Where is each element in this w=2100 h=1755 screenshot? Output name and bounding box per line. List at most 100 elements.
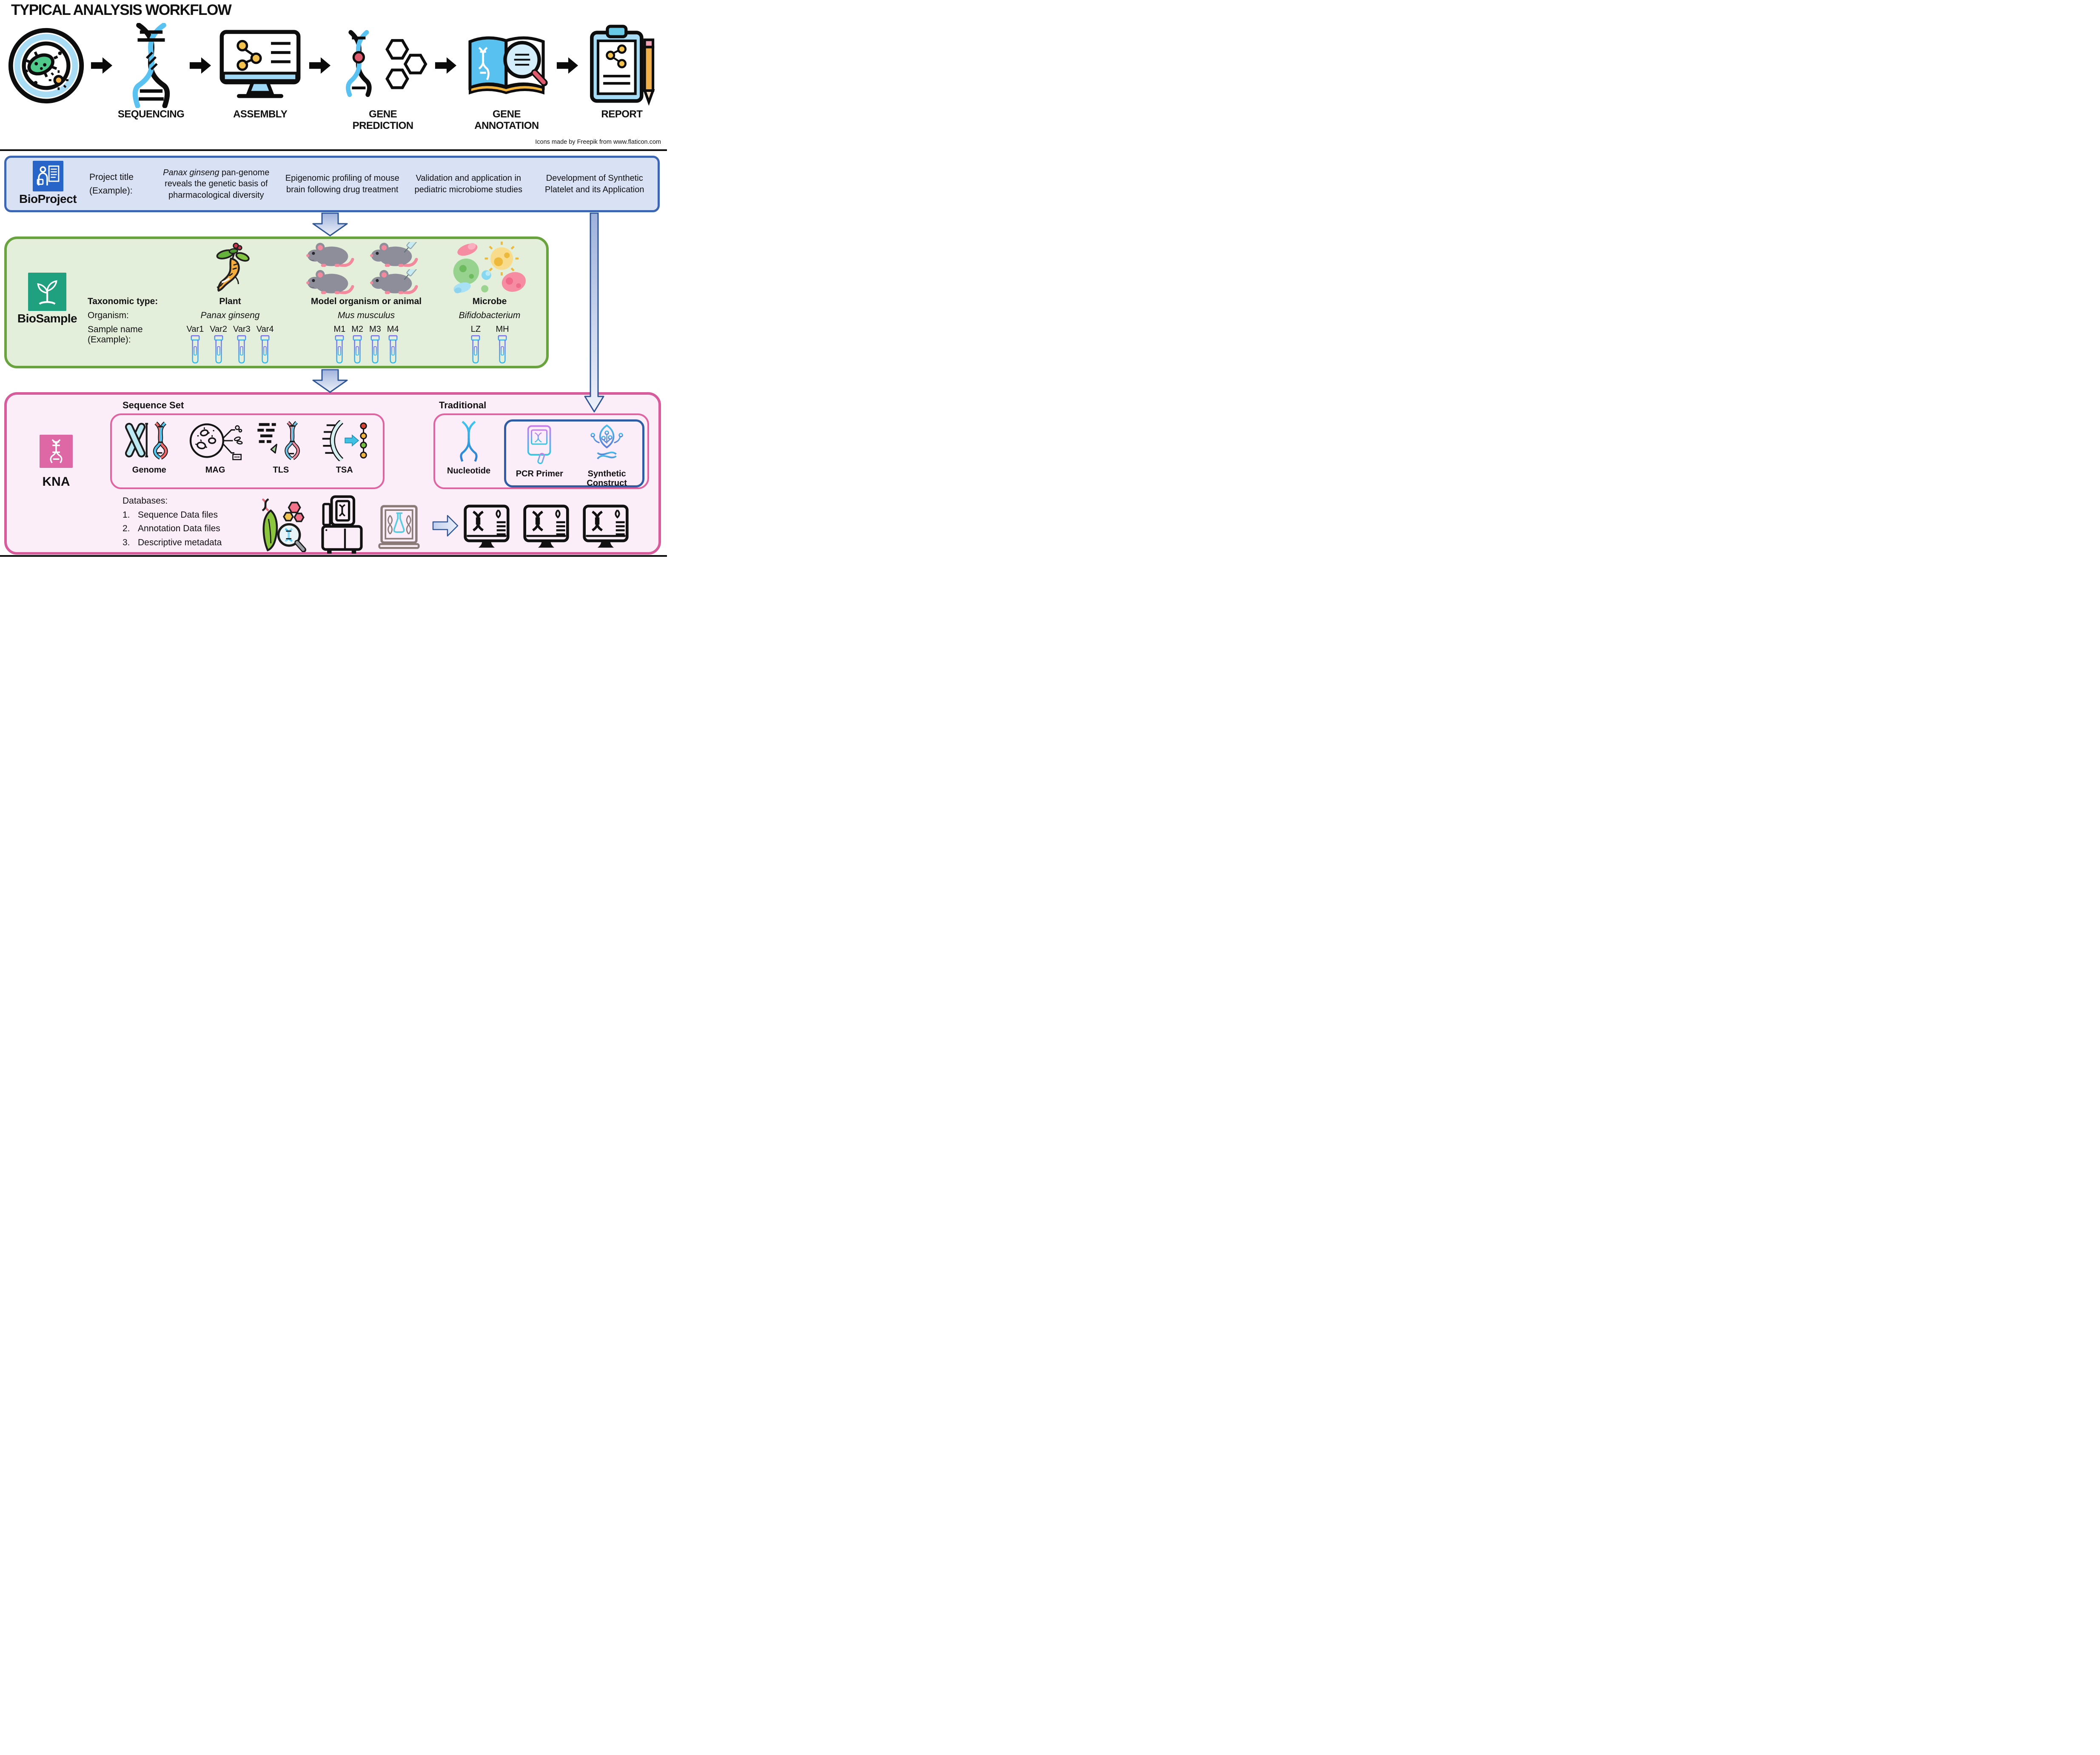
biosample-group-plant: Plant Panax ginseng Var1 Var2 (166, 241, 294, 366)
biosample-group-animal: Model organism or animal Mus musculus M1… (294, 241, 439, 366)
sample-name: Var3 (233, 325, 251, 334)
mouse-syringe-icon (370, 269, 418, 294)
bioproject-title: BioProject (19, 192, 77, 205)
traditional-item-synthetic-construct: Synthetic Construct (573, 424, 641, 488)
ginseng-plant-icon (209, 241, 251, 296)
biosample-group-microbe: Microbe Bifidobacterium LZ MH (439, 241, 541, 366)
field-label-line2: (Example): (89, 185, 133, 196)
traditional-box: Nucleotide (433, 413, 649, 489)
right-block-arrow-icon (432, 514, 459, 540)
biosample-section: BioSample Taxonomic type: Organism: Samp… (4, 236, 549, 368)
field-label-line1: Project title (89, 172, 134, 182)
long-down-arrow-icon (584, 212, 604, 415)
traditional-item-nucleotide: Nucleotide (435, 419, 502, 487)
person-presentation-icon (32, 161, 63, 191)
mag-icon (187, 419, 244, 462)
sample-name: M1 (333, 325, 346, 334)
kna-header: KNA (31, 435, 81, 489)
bioproject-header: BioProject (6, 158, 89, 210)
workflow-step-gene-annotation: GENE ANNOTATION (462, 24, 551, 132)
traditional-heading: Traditional (439, 400, 487, 410)
kna-section: KNA Sequence Set Genome (4, 392, 661, 555)
plant-dna-magnifier-icon (259, 497, 310, 554)
title-text: pan-genome reveals the genetic basis of … (165, 168, 270, 200)
workflow-step-label: GENE ANNOTATION (474, 108, 539, 131)
dna-square-icon (40, 435, 73, 468)
traditional-label: PCR Primer (516, 469, 563, 479)
seqset-item-genome: Genome (124, 419, 175, 487)
project-example-3: Validation and application in pediatric … (405, 158, 532, 210)
sample-item: MH (496, 325, 509, 364)
plant-samples: Var1 Var2 (186, 325, 274, 364)
seqset-label: TSA (336, 465, 353, 475)
computer-analysis-icon (217, 24, 304, 107)
sample-item: M3 (369, 325, 381, 364)
databases-heading: Databases: (123, 496, 168, 506)
sample-item: M4 (387, 325, 399, 364)
biosample-header: BioSample (7, 241, 88, 366)
mice-syringe-icon (302, 241, 430, 296)
sample-item: Var4 (256, 325, 274, 364)
seqset-label: Genome (132, 465, 166, 475)
group-type: Model organism or animal (311, 296, 422, 306)
project-title-label: Project title (Example): (89, 158, 153, 210)
sample-item: LZ (470, 325, 481, 364)
divider-top (0, 149, 667, 151)
project-example-4: Development of Synthetic Platelet and it… (532, 158, 658, 210)
sample-name-label: Sample name (Example): (88, 325, 143, 345)
microbes-icon (449, 241, 530, 296)
traditional-item-pcr-primer: PCR Primer (507, 424, 571, 485)
workflow-row: SEQUENCING ASSEMBLY (7, 23, 660, 132)
workflow-step-assembly: ASSEMBLY (217, 24, 304, 120)
sample-tube-icon (214, 335, 223, 364)
sample-name: M2 (351, 325, 363, 334)
animal-samples: M1 M2 (333, 325, 399, 364)
project-example-1: Panax ginseng pan-genome reveals the gen… (153, 158, 279, 210)
sample-name: Var2 (210, 325, 227, 334)
sample-item: Var3 (233, 325, 251, 364)
sample-item: M1 (333, 325, 345, 364)
kna-title: KNA (42, 475, 70, 489)
black-arrow-icon (556, 24, 579, 107)
title-text: Validation and application in pediatric … (414, 174, 522, 194)
group-organism: Panax ginseng (200, 311, 260, 320)
page-title: TYPICAL ANALYSIS WORKFLOW (11, 2, 232, 18)
tsa-icon (318, 419, 371, 462)
sample-tube-icon (191, 335, 200, 364)
seqset-item-tls: TLS (256, 419, 306, 487)
database-entry: 2.Annotation Data files (123, 524, 220, 534)
sample-tube-icon (335, 335, 344, 364)
workflow-step-label: GENE PREDICTION (352, 108, 414, 131)
workflow-step-label: SEQUENCING (117, 108, 185, 120)
microbe-samples: LZ MH (470, 325, 509, 364)
sample-tube-icon (471, 335, 480, 364)
biosample-title: BioSample (17, 312, 77, 325)
sample-tube-icon (498, 335, 507, 364)
sample-tube-icon (388, 335, 398, 364)
monitor-dna-icon (463, 504, 510, 554)
seqset-label: MAG (205, 465, 225, 475)
workflow-step-label: ASSEMBLY (233, 108, 288, 120)
sample-name: LZ (470, 325, 481, 334)
organism-italic: Panax ginseng (163, 168, 219, 177)
sample-tube-icon (370, 335, 380, 364)
title-text: Epigenomic profiling of mouse brain foll… (285, 174, 399, 194)
group-type: Plant (219, 296, 241, 306)
bioproject-section: BioProject Project title (Example): Pana… (4, 156, 660, 212)
group-organism: Bifidobacterium (459, 311, 521, 320)
black-arrow-icon (90, 24, 113, 107)
sample-item: M2 (351, 325, 363, 364)
workflow-step-report: REPORT (584, 24, 660, 120)
sequence-set-heading: Sequence Set (123, 400, 184, 410)
database-entry: 3.Descriptive metadata (123, 537, 222, 547)
black-arrow-icon (434, 24, 457, 107)
divider-bottom (0, 555, 667, 557)
workflow-step-sequencing: SEQUENCING (117, 23, 185, 120)
taxonomic-type-label: Taxonomic type: (88, 296, 158, 306)
tls-icon (256, 419, 306, 462)
mouse-icon (306, 270, 354, 294)
databases-list: Databases: 1.Sequence Data files 2.Annot… (123, 494, 222, 550)
sample-name: M4 (387, 325, 399, 334)
icons-credit: Icons made by Freepik from www.flaticon.… (535, 139, 661, 145)
clipboard-pencil-icon (584, 24, 660, 107)
